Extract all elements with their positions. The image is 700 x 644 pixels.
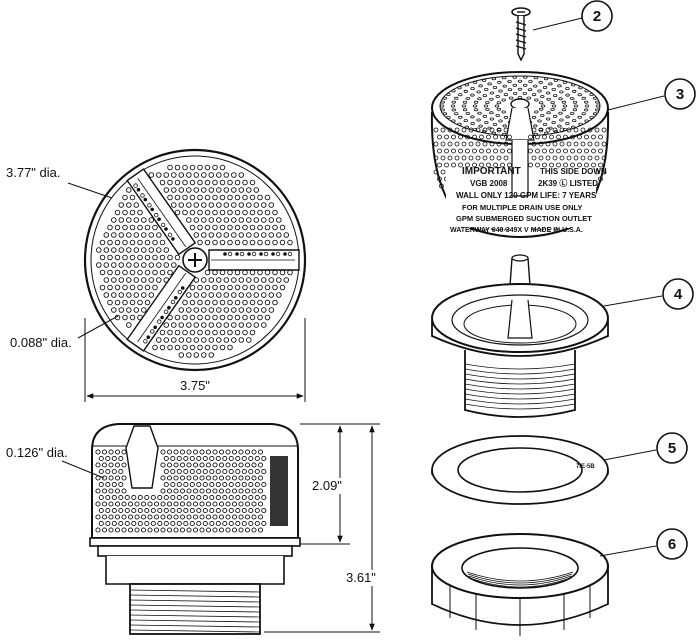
label-important: IMPORTANT (462, 166, 521, 177)
part-4-body (431, 254, 609, 418)
label-vgb: VGB 2008 (470, 179, 508, 188)
label-line2: GPM SUBMERGED SUCTION OUTLET (456, 214, 592, 223)
cover-warning-label: IMPORTANT THIS SIDE DOWN VGB 2008 2K39 Ⓛ… (450, 166, 607, 234)
callout-2: 2 (532, 0, 613, 32)
callout-4-number: 4 (674, 286, 683, 303)
cover-top-view (83, 148, 307, 372)
body-collar (105, 556, 285, 585)
label-line3: WATERWAY 640-349X V MADE IN U.S.A. (450, 227, 583, 234)
callout-2-number: 2 (593, 8, 601, 25)
screw-head-icon (188, 253, 202, 267)
cover-perforation-holes (96, 164, 293, 358)
callout-6: 6 (599, 528, 688, 560)
cover-diameter-label: 3.77" dia. (6, 165, 61, 180)
label-line1: FOR MULTIPLE DRAIN USE ONLY (462, 203, 582, 212)
callout-5: 5 (603, 432, 688, 464)
overall-height-label: 3.61" (346, 570, 376, 585)
small-hole-diameter-label: 0.088" dia. (10, 335, 72, 350)
flange-lower (97, 545, 293, 557)
cover-height-label: 2.09" (312, 478, 342, 493)
large-hole-leader (61, 460, 105, 479)
part-6-locknut (431, 533, 609, 636)
part-5-gasket: 7/E-5B (431, 435, 609, 505)
label-life: LIFE: 7 YEARS (540, 191, 597, 200)
dome-perforation-holes (439, 75, 601, 136)
callout-4: 4 (603, 278, 694, 310)
gasket-mark-text: 7/E-5B (576, 464, 595, 470)
label-flow: WALL ONLY 120 GPM (456, 191, 538, 200)
cover-diameter-leader (67, 182, 113, 199)
side-label-text-block (270, 456, 288, 526)
large-hole-diameter-label: 0.126" dia. (6, 445, 68, 460)
part-2-screw (511, 7, 531, 62)
overall-width-label: 3.75" (180, 378, 210, 393)
part-3-cover (430, 71, 610, 238)
side-perforation-holes (95, 449, 267, 533)
cover-spokes (126, 168, 300, 352)
callout-3-number: 3 (676, 86, 684, 103)
body-threads-part4 (464, 363, 576, 410)
assembled-side-view (89, 423, 301, 635)
nut-internal-threads (466, 571, 574, 588)
callout-3: 3 (607, 78, 696, 111)
callout-6-number: 6 (668, 536, 676, 553)
body-threads (129, 589, 261, 633)
label-listed: 2K39 Ⓛ LISTED (538, 178, 598, 188)
label-side-down: THIS SIDE DOWN (540, 167, 607, 176)
flange-ring (89, 537, 301, 547)
side-slot (125, 425, 159, 489)
callout-5-number: 5 (668, 440, 676, 457)
